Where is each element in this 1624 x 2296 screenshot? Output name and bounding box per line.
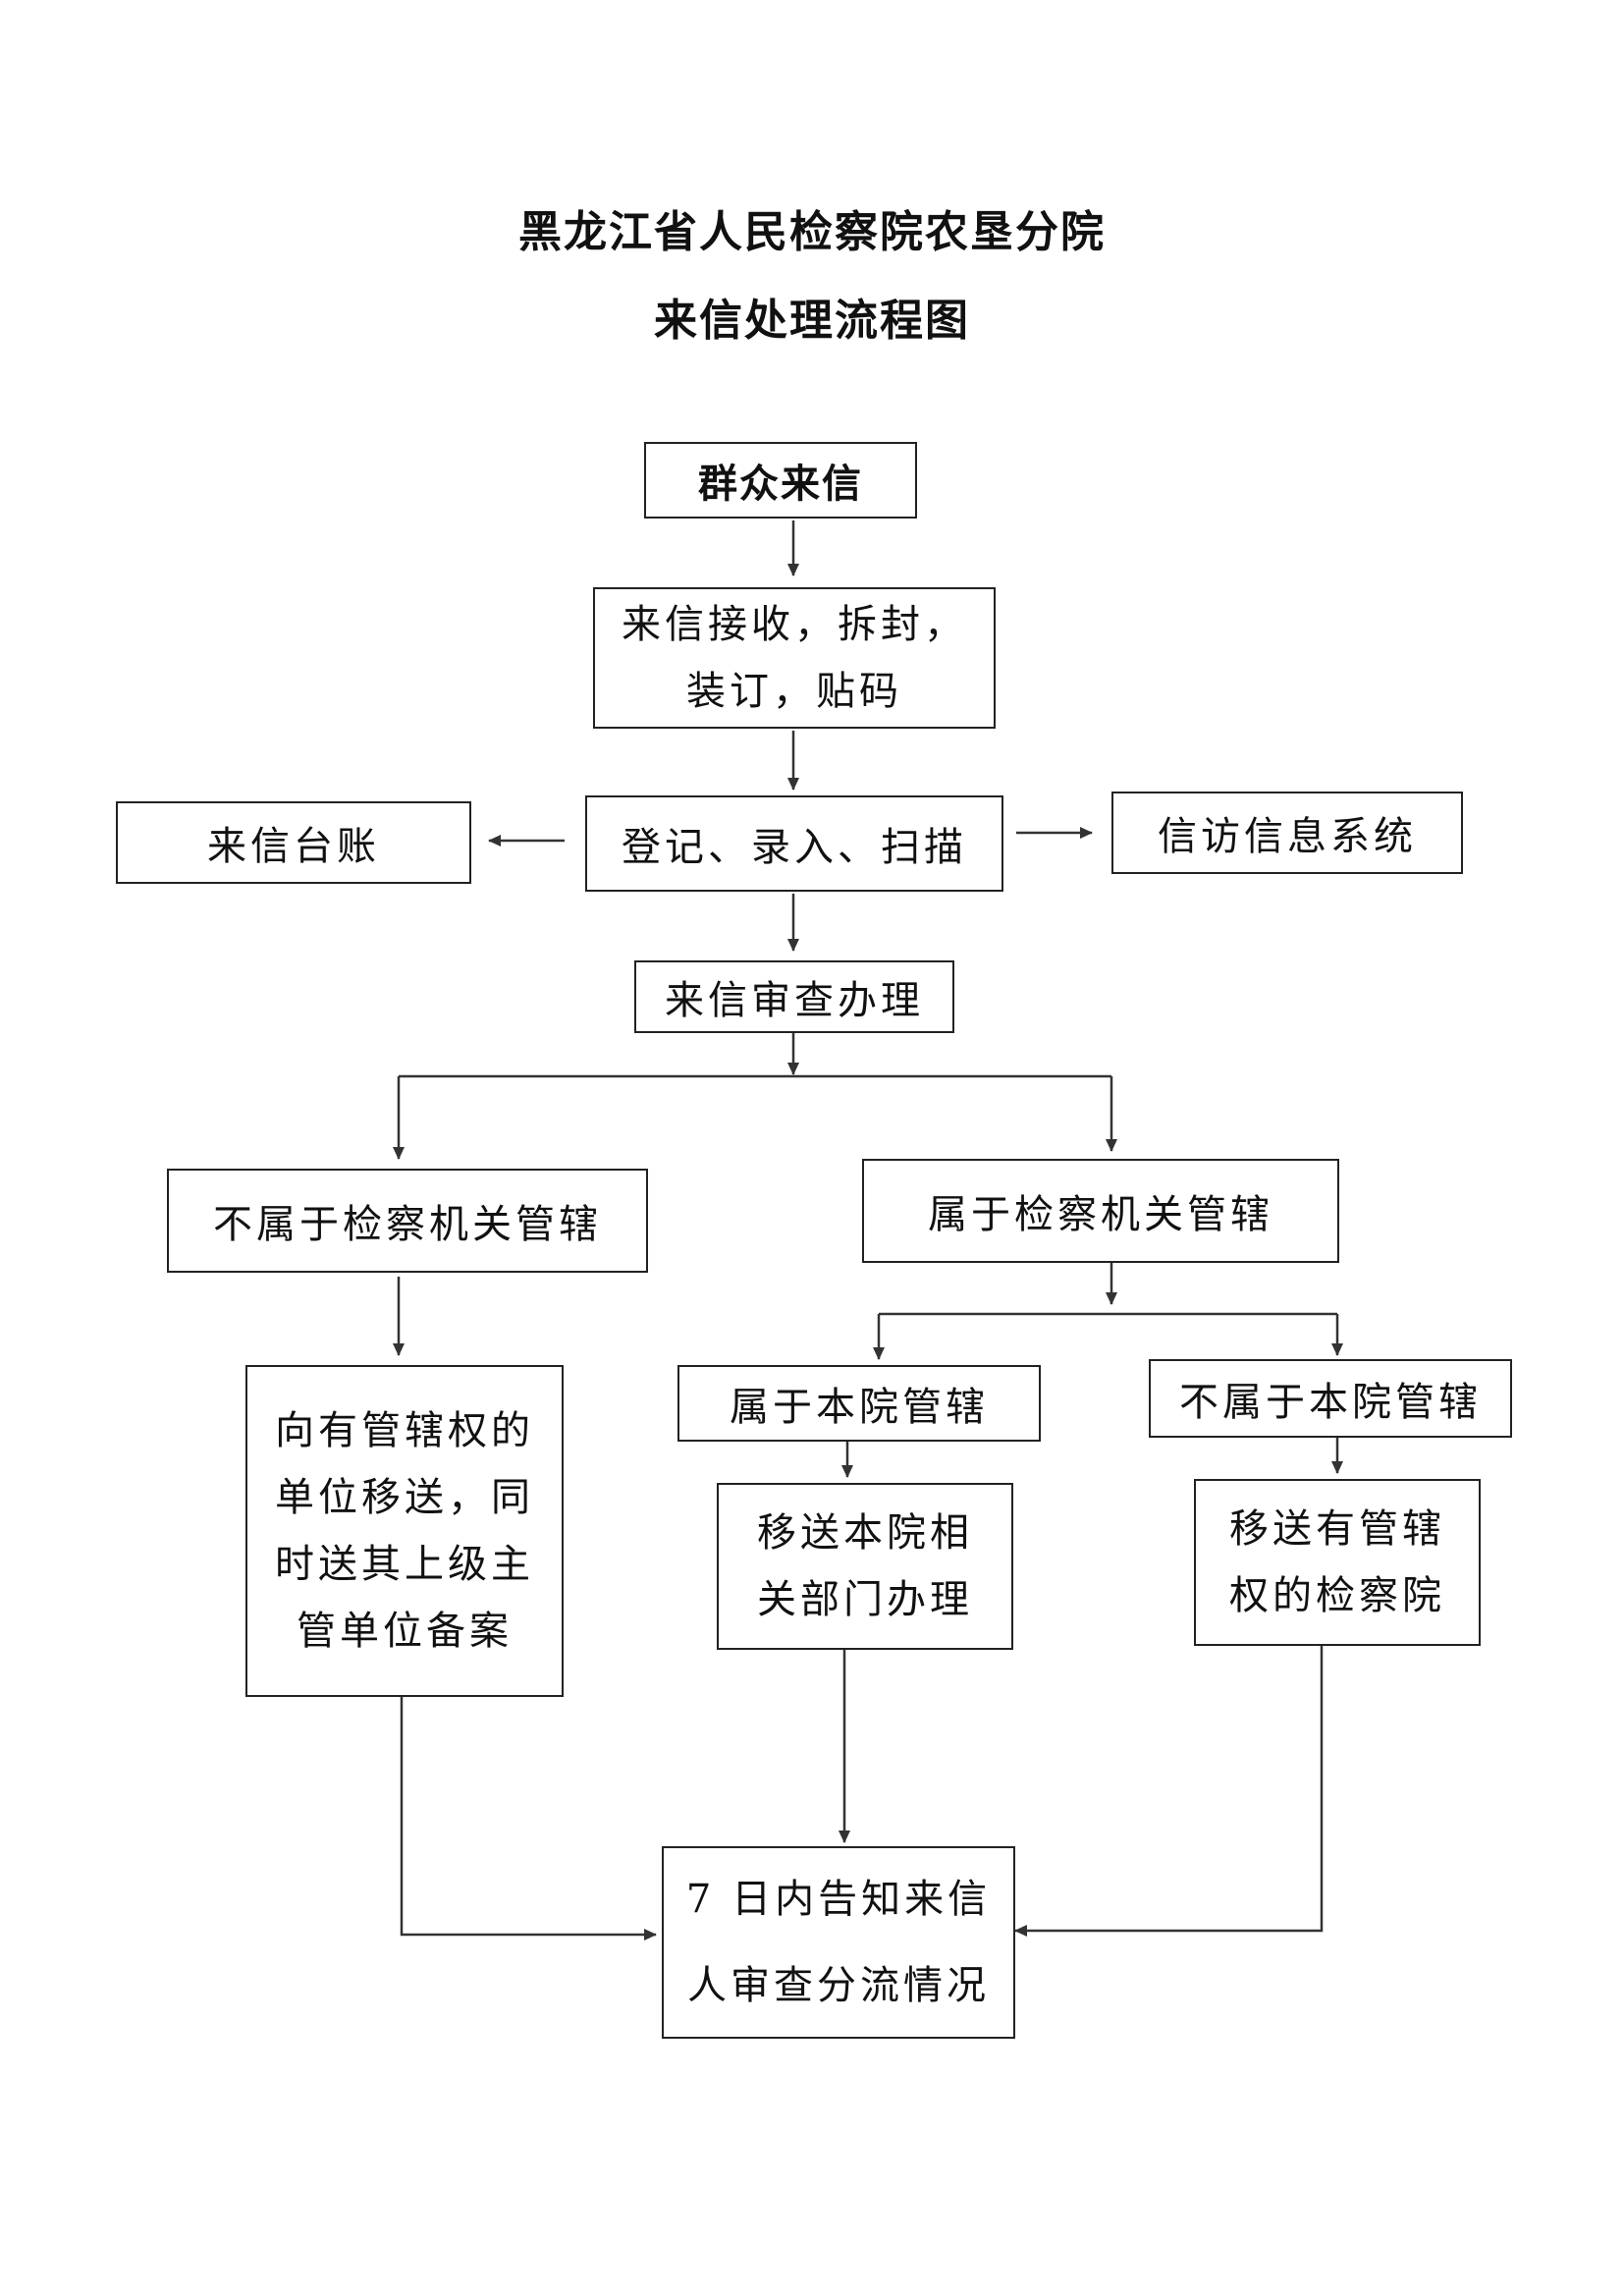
node-transfer-competent: 向有管辖权的 单位移送，同 时送其上级主 管单位备案 [245,1365,564,1697]
node-register: 登记、录入、扫描 [585,795,1003,892]
line-right-to-notify [1014,1642,1324,1937]
node-is-procuratorate: 属于检察机关管辖 [862,1159,1339,1263]
node-transfer-dept: 移送本院相 关部门办理 [717,1483,1013,1650]
line-left-to-notify [400,1695,657,1941]
node-mass-letters: 群众来信 [644,442,917,519]
node-review: 来信审查办理 [634,960,954,1033]
node-transfer-other: 移送有管辖 权的检察院 [1194,1479,1481,1646]
node-receive: 来信接收，拆封， 装订，贴码 [593,587,996,729]
node-not-procuratorate: 不属于检察机关管辖 [167,1169,648,1273]
node-this-court: 属于本院管辖 [677,1365,1041,1442]
node-info-system: 信访信息系统 [1111,792,1463,874]
title-line-2: 来信处理流程图 [654,296,970,346]
node-notify: 7 日内告知来信 人审查分流情况 [662,1846,1015,2039]
node-ledger: 来信台账 [116,801,471,884]
node-not-this-court: 不属于本院管辖 [1149,1359,1512,1438]
title-line-1: 黑龙江省人民检察院农垦分院 [518,207,1106,257]
